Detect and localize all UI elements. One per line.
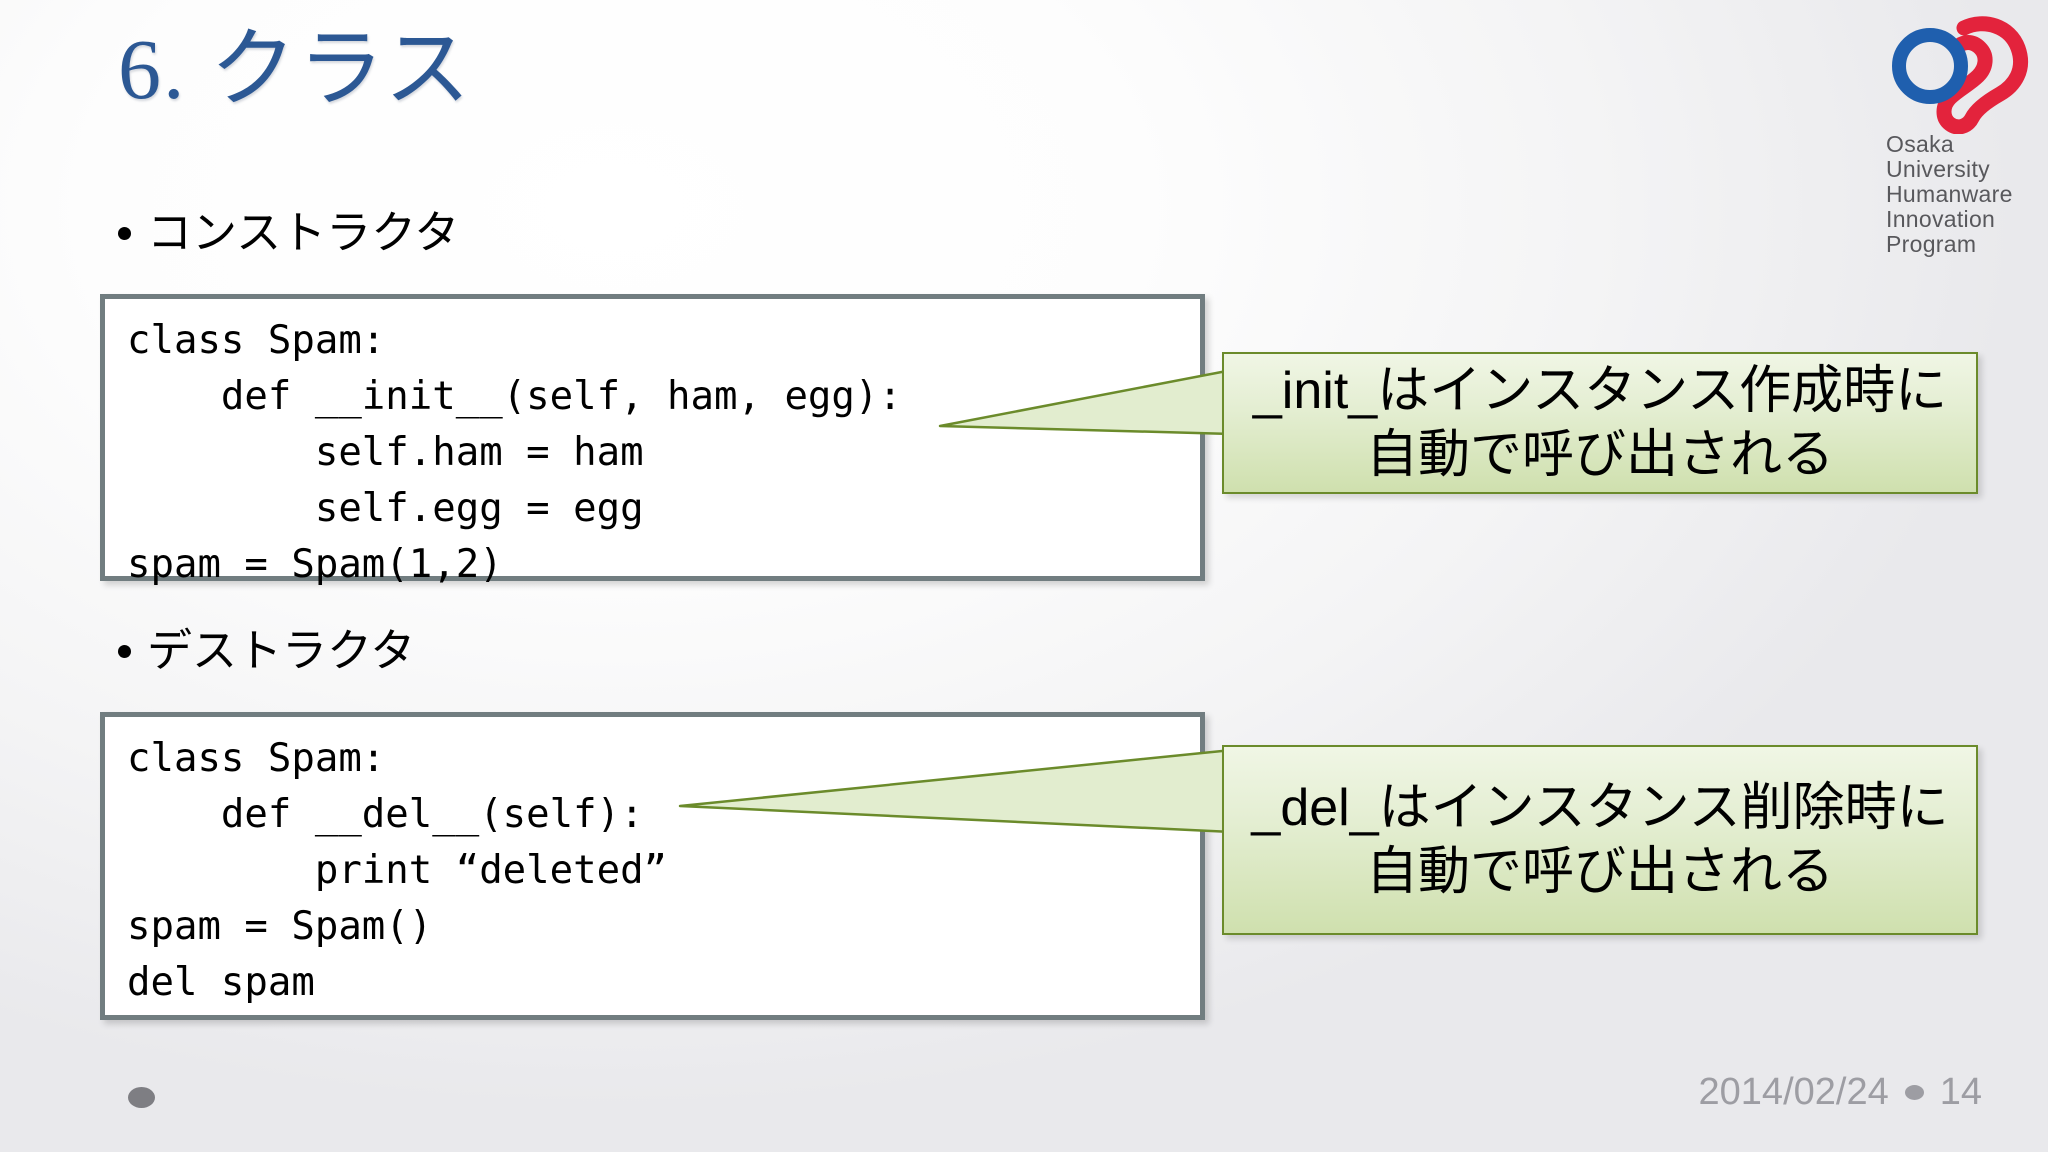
osaka-university-humanware-logo-icon [1892,16,2029,134]
destructor-code-block: class Spam: def __del__(self): print “de… [100,712,1205,1020]
logo-line-2: University [1886,156,1990,182]
destructor-code-text: class Spam: def __del__(self): print “de… [127,736,668,1005]
bullet-dot-icon [118,226,131,240]
constructor-code-text: class Spam: def __init__(self, ham, egg)… [127,318,902,587]
bullet-dot-icon [118,644,131,658]
footer-page-number: 14 [1939,1071,1982,1113]
logo-line-4: Innovation [1886,206,1996,232]
logo: Osaka University Humanware Innovation Pr… [1872,14,2032,294]
footer-separator-dot-icon [1904,1084,1924,1100]
logo-text: Osaka University Humanware Innovation Pr… [1886,132,2036,257]
bullet-constructor-label: コンストラクタ [147,207,460,258]
footer: 2014/02/24 14 [1699,1070,1982,1114]
bullet-destructor-label: デストラクタ [147,625,416,676]
constructor-code-block: class Spam: def __init__(self, ham, egg)… [100,294,1205,587]
logo-line-5: Program [1886,231,1977,257]
footer-date: 2014/02/24 [1698,1071,1889,1113]
footer-decoration-dot-icon [128,1087,155,1108]
bullet-destructor: デストラクタ [118,625,415,677]
logo-line-3: Humanware [1886,181,2013,207]
init-callout: _init_はインスタンス作成時に 自動で呼び出される [1222,352,1978,494]
init-callout-text: _init_はインスタンス作成時に 自動で呼び出される [1252,362,1948,484]
logo-line-1: Osaka [1886,131,1954,157]
bullet-constructor: コンストラクタ [118,207,459,259]
del-callout: _del_はインスタンス削除時に 自動で呼び出される [1222,745,1978,935]
del-callout-text: _del_はインスタンス削除時に 自動で呼び出される [1251,779,1949,901]
page-title: 6. クラス [118,21,473,117]
